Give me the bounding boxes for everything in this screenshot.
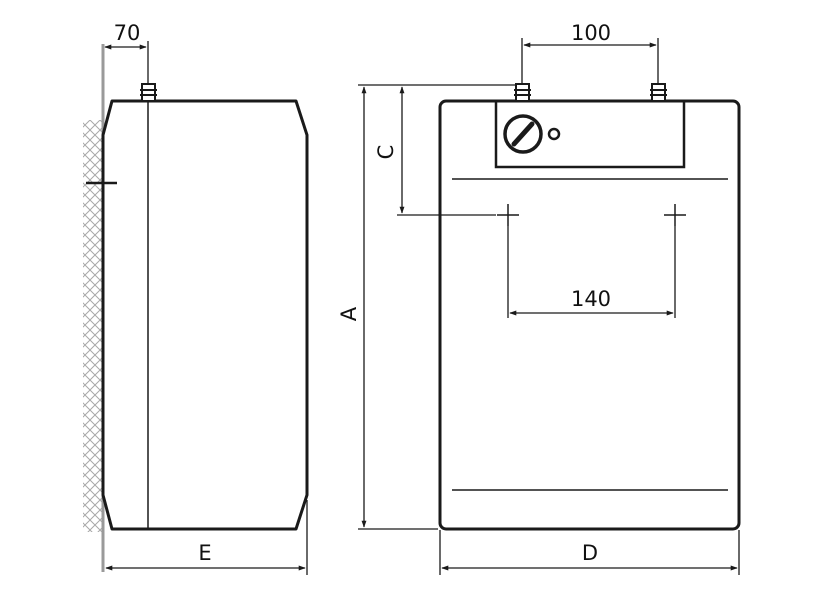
dim-mount-spacing-label: 140: [571, 287, 611, 311]
mount-point-left-icon: [497, 204, 519, 226]
indicator-lamp-icon: [547, 127, 561, 141]
dim-wall-offset: 70: [104, 21, 149, 84]
dim-mount-spacing: 140: [507, 226, 676, 318]
dim-width: D: [439, 530, 740, 575]
dim-width-label: D: [582, 541, 598, 565]
dim-height-total: A: [337, 84, 515, 530]
dim-depth: E: [105, 500, 308, 575]
dim-depth-label: E: [198, 541, 211, 565]
side-view: 70 E: [83, 21, 309, 575]
dim-inlet-spacing-label: 100: [571, 21, 611, 45]
boiler-front-body: [438, 99, 741, 531]
dim-height-total-label: A: [337, 306, 361, 321]
front-pipe-stub-left: [514, 83, 531, 102]
front-pipe-stub-right: [650, 83, 667, 102]
wall-hatch: [83, 120, 103, 532]
control-panel: [494, 99, 686, 169]
dim-wall-offset-label: 70: [114, 21, 141, 45]
boiler-side-body: [101, 99, 309, 531]
side-pipe-stub: [140, 83, 157, 102]
dim-height-to-mount-label: C: [374, 145, 398, 160]
dim-inlet-spacing: 100: [521, 21, 659, 84]
front-view: 100 140 A C D: [337, 21, 741, 575]
dim-height-to-mount: C: [374, 86, 496, 216]
thermostat-knob-icon: [503, 114, 543, 154]
mount-point-right-icon: [664, 204, 686, 226]
